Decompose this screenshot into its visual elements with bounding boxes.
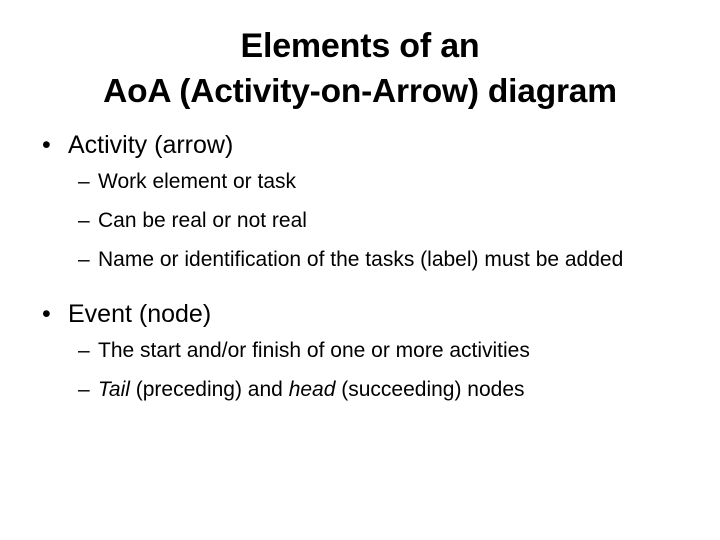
sub-bullet-item: – Work element or task <box>0 167 720 197</box>
slide-body: • Activity (arrow) – Work element or tas… <box>0 128 720 405</box>
bullet-group-activity: • Activity (arrow) – Work element or tas… <box>0 128 720 275</box>
title-line-2: AoA (Activity-on-Arrow) diagram <box>103 73 617 110</box>
bullet-dot-icon: • <box>42 300 51 328</box>
bullet-dot-icon: • <box>42 131 51 159</box>
slide-title: Elements of an AoA (Activity-on-Arrow) d… <box>0 24 720 114</box>
sub-bullet-label: Name or identification of the tasks (lab… <box>98 248 624 271</box>
sub-bullet-label-rich: Tail (preceding) and head (succeeding) n… <box>98 378 525 401</box>
sub-bullet-label: The start and/or finish of one or more a… <box>98 339 530 362</box>
bullet-label-event: Event (node) <box>68 300 212 328</box>
sub-bullet-item: – Name or identification of the tasks (l… <box>0 245 720 275</box>
sub-bullet-list-activity: – Work element or task – Can be real or … <box>0 167 720 275</box>
dash-icon: – <box>78 378 90 401</box>
sub-bullet-list-event: – The start and/or finish of one or more… <box>0 336 720 405</box>
dash-icon: – <box>78 339 90 362</box>
bullet-item-event: • Event (node) <box>0 297 720 331</box>
sub-bullet-item: – Tail (preceding) and head (succeeding)… <box>0 375 720 405</box>
bullet-group-event: • Event (node) – The start and/or finish… <box>0 297 720 405</box>
dash-icon: – <box>78 170 90 193</box>
sub-bullet-item: – Can be real or not real <box>0 206 720 236</box>
sub-bullet-label: Can be real or not real <box>98 209 307 232</box>
dash-icon: – <box>78 209 90 232</box>
bullet-item-activity: • Activity (arrow) <box>0 128 720 162</box>
bullet-label-activity: Activity (arrow) <box>68 131 234 159</box>
dash-icon: – <box>78 248 90 271</box>
sub-bullet-label: Work element or task <box>98 170 297 193</box>
title-line-1: Elements of an <box>240 27 480 65</box>
sub-bullet-item: – The start and/or finish of one or more… <box>0 336 720 366</box>
